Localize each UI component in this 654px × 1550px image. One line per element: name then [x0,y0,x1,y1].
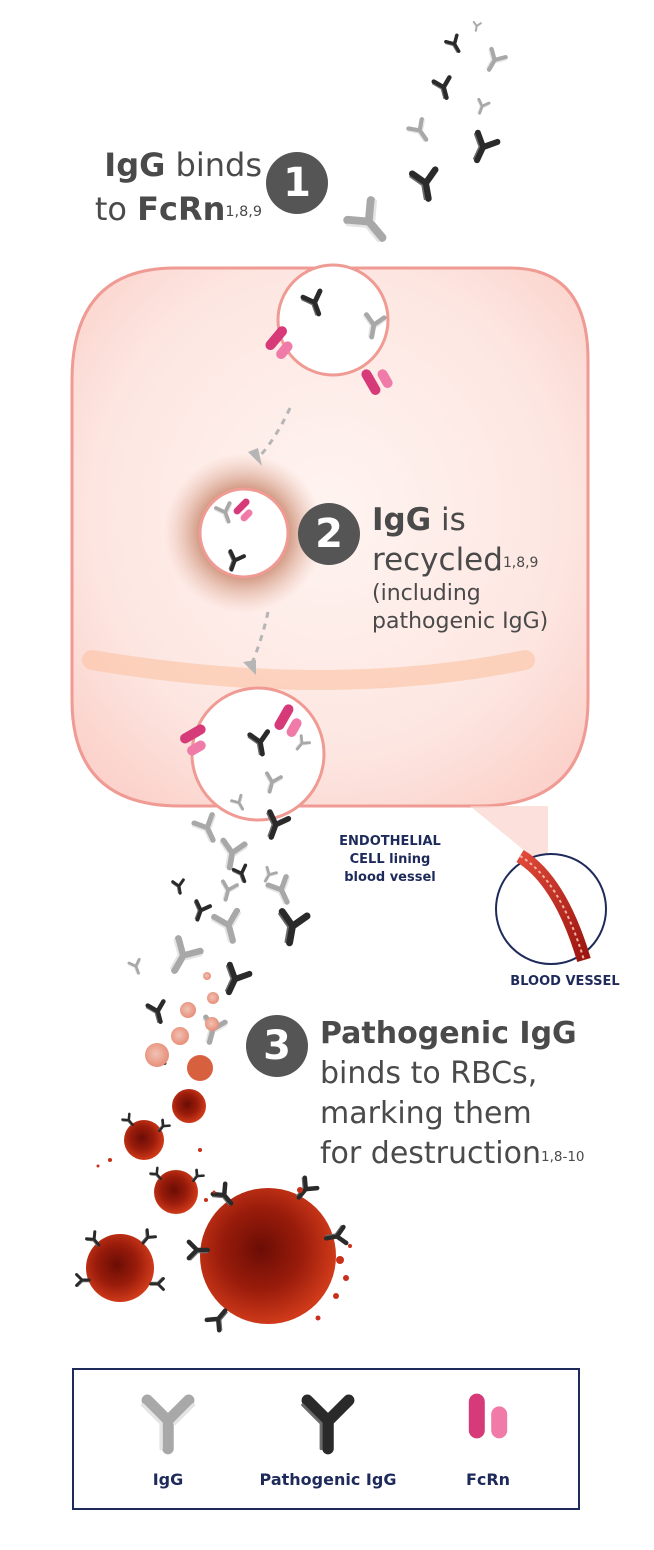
blood-vessel-inset [495,849,607,965]
vesicle-recycling [164,453,324,613]
incoming-antibodies [345,20,507,250]
rbc-fragments [96,1148,352,1321]
step1-badge: 1 [266,152,328,214]
arrow-head-1 [248,448,262,466]
step2-badge: 2 [298,503,360,565]
legend-pathogenic: Pathogenic IgG [248,1370,408,1510]
marked-rbcs [75,1112,347,1332]
legend-fcrn: FcRn [408,1370,568,1510]
small-rbcs [145,972,219,1123]
pathogenic-igg-icon [248,1370,408,1460]
step2-text: IgG is recycled1,8,9 (including pathogen… [372,502,549,634]
fcrn-icon [468,1393,508,1439]
vesicle-entry [263,263,395,397]
arrow-head-2 [243,660,256,675]
legend-igg: IgG [88,1370,248,1510]
step3-text: Pathogenic IgG binds to RBCs, marking th… [320,1016,585,1171]
legend-pathogenic-label: Pathogenic IgG [259,1470,397,1489]
endothelial-cell-label: ENDOTHELIAL CELL lining blood vessel [339,834,441,885]
igg-icon [88,1370,248,1460]
legend-fcrn-label: FcRn [465,1470,511,1489]
step1-text: IgG binds to FcRn1,8,9 [94,146,262,228]
step3-badge: 3 [246,1015,308,1077]
legend-igg-label: IgG [152,1470,184,1489]
blood-vessel-label: BLOOD VESSEL [510,974,620,989]
legend: IgG Pathogenic IgG FcRn [72,1368,580,1510]
vesicle-exit [178,686,326,822]
